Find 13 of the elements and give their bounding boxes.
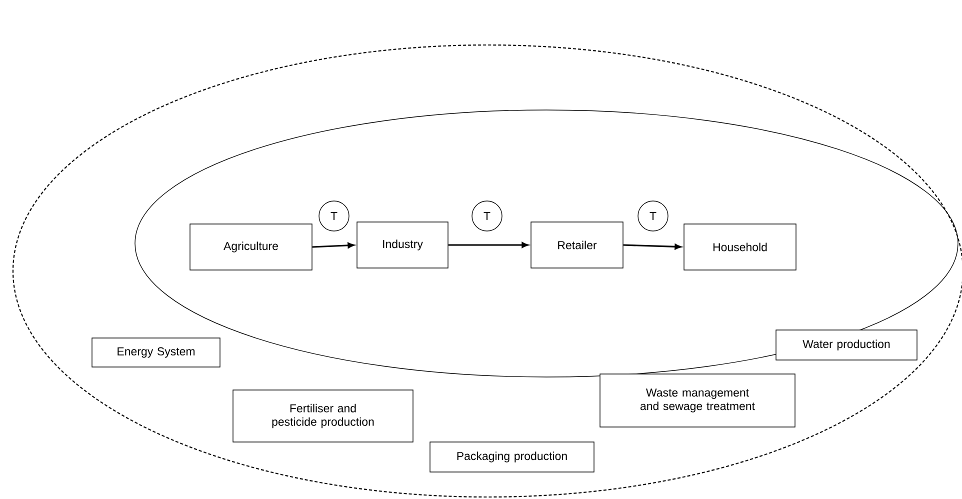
label-box: Agriculture [190,224,312,270]
arrow [312,242,354,248]
label-box: Energy System [92,338,220,368]
arrow [448,242,528,248]
label-box: Water production [776,330,918,360]
ellipse-outline [12,44,962,498]
label-box: Industry [356,222,448,268]
label-box: Retailer [530,222,624,268]
label-box: Packaging production [430,442,594,472]
arrow [623,244,682,250]
label-box: Fertiliser and pesticide production [232,390,414,442]
label-box: Household [684,224,796,270]
label-box: Waste management and sewage treatment [600,374,796,428]
